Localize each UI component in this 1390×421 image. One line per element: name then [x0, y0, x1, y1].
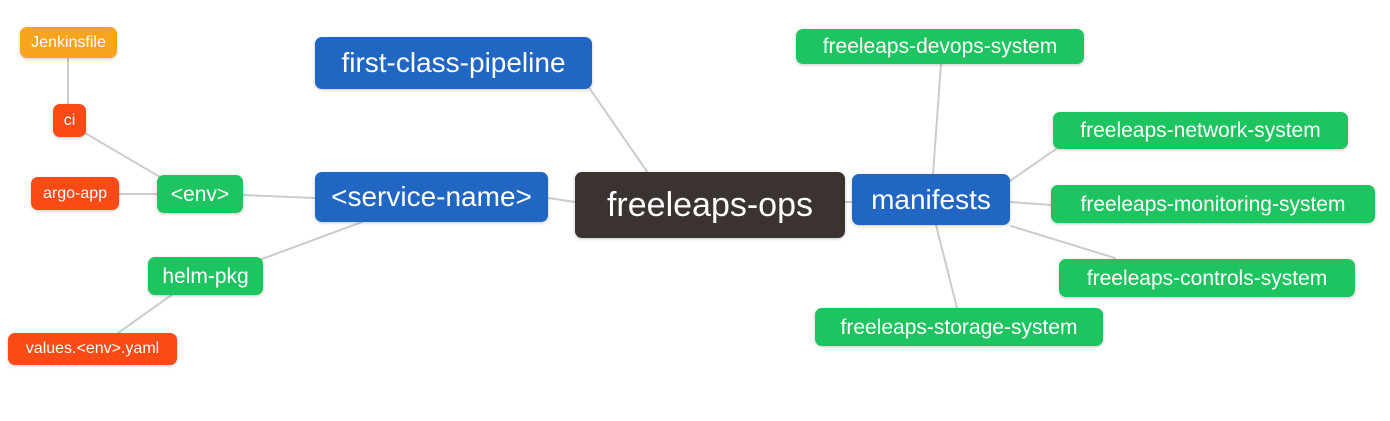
edge-manifests-to-freeleaps-network-system: [1009, 148, 1057, 182]
node-jenkinsfile[interactable]: Jenkinsfile: [20, 27, 117, 58]
node-freeleaps-controls-system[interactable]: freeleaps-controls-system: [1059, 259, 1355, 297]
node-argo-app[interactable]: argo-app: [31, 177, 119, 210]
edge-env-to-service-name: [242, 194, 316, 199]
edge-manifests-to-freeleaps-controls-system: [1010, 225, 1116, 259]
node-freeleaps-monitoring-system[interactable]: freeleaps-monitoring-system: [1051, 185, 1375, 223]
node-freeleaps-network-system[interactable]: freeleaps-network-system: [1053, 112, 1348, 149]
edge-ci-to-env: [84, 132, 161, 178]
edge-first-class-pipeline-to-freeleaps-ops: [589, 88, 649, 174]
edge-manifests-to-freeleaps-devops-system: [932, 63, 942, 175]
edge-manifests-to-freeleaps-storage-system: [935, 224, 958, 309]
edge-helm-pkg-to-service-name: [261, 221, 363, 260]
edge-service-name-to-freeleaps-ops: [547, 197, 576, 203]
node-freeleaps-ops[interactable]: freeleaps-ops: [575, 172, 845, 238]
node-env[interactable]: <env>: [157, 175, 243, 213]
node-values-env-yaml[interactable]: values.<env>.yaml: [8, 333, 177, 365]
node-ci[interactable]: ci: [53, 104, 86, 137]
node-manifests[interactable]: manifests: [852, 174, 1010, 225]
node-first-class-pipeline[interactable]: first-class-pipeline: [315, 37, 592, 89]
node-freeleaps-devops-system[interactable]: freeleaps-devops-system: [796, 29, 1084, 64]
edge-manifests-to-freeleaps-monitoring-system: [1009, 201, 1052, 206]
node-freeleaps-storage-system[interactable]: freeleaps-storage-system: [815, 308, 1103, 346]
node-service-name[interactable]: <service-name>: [315, 172, 548, 222]
node-helm-pkg[interactable]: helm-pkg: [148, 257, 263, 295]
edge-values-env-yaml-to-helm-pkg: [117, 293, 174, 334]
